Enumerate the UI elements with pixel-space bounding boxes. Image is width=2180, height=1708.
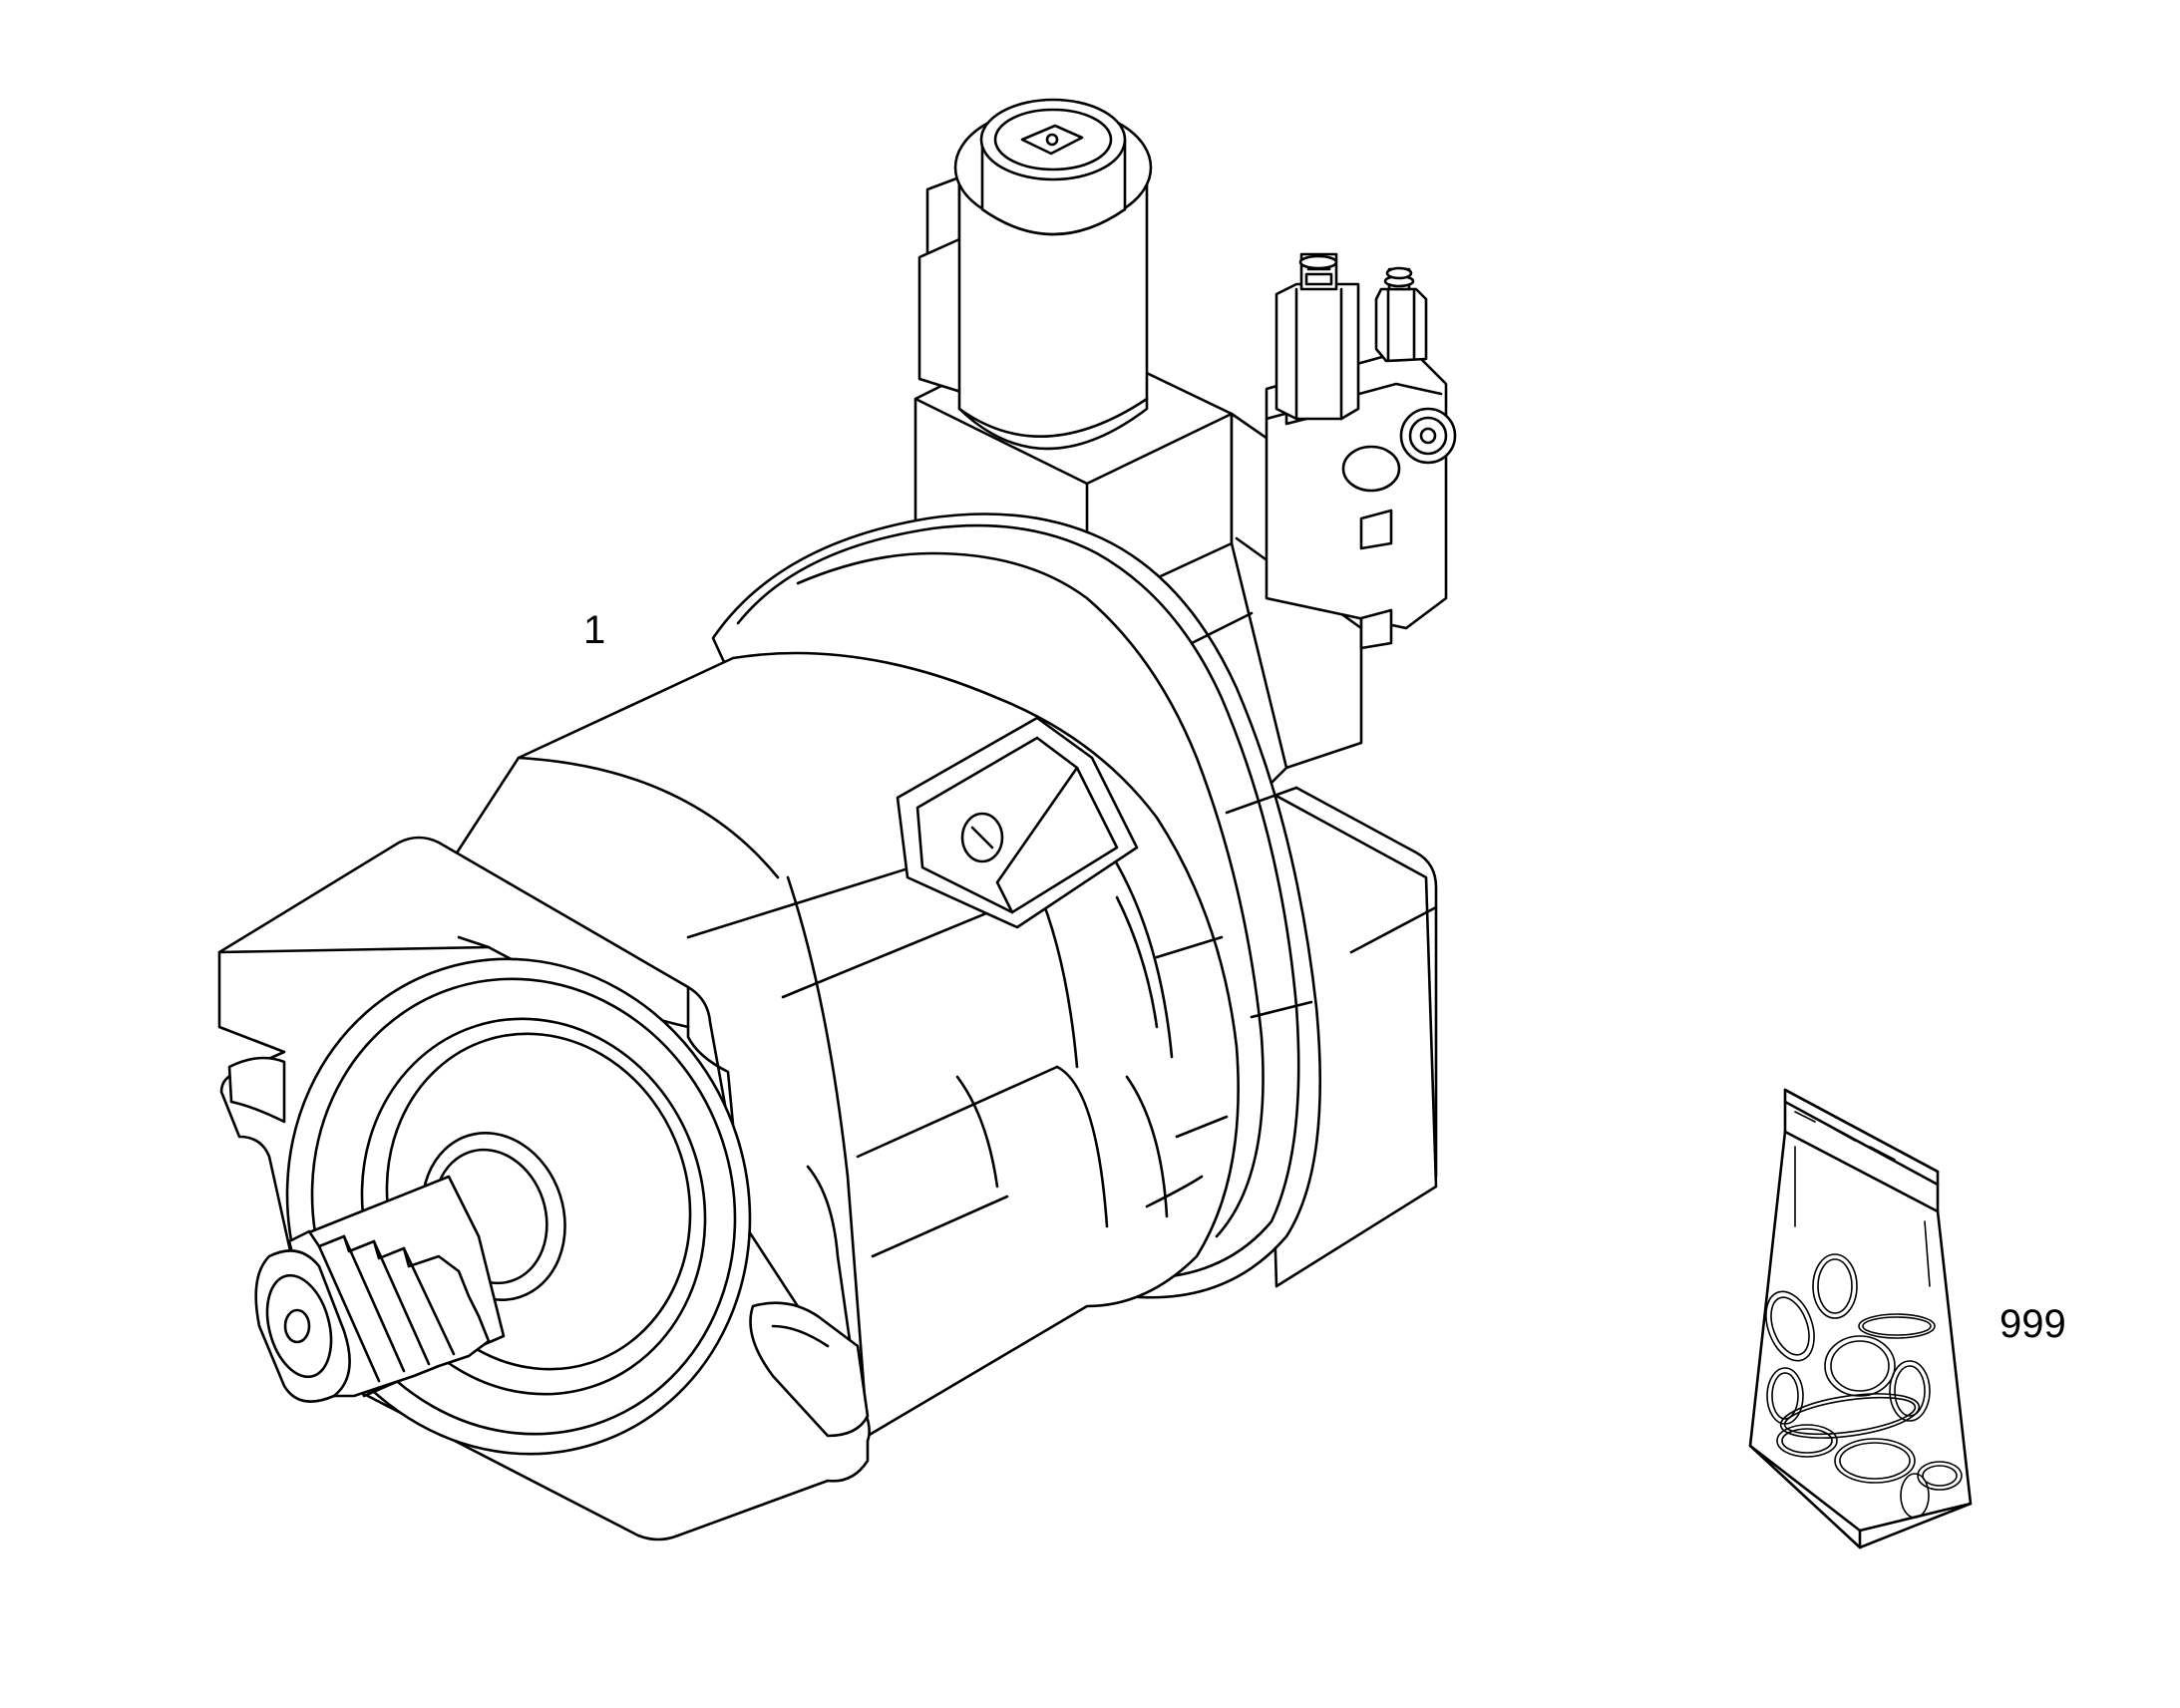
solenoid-cartridge [917, 98, 1153, 451]
callout-label-1: 1 [583, 608, 606, 652]
callout-label-999: 999 [1999, 1302, 2066, 1346]
hydraulic-motor-icon [217, 98, 1457, 1541]
splined-shaft [254, 1175, 506, 1403]
port-boss [896, 716, 1139, 929]
seal-kit-bag-icon [1748, 1088, 1973, 1549]
pressure-valves [1265, 252, 1457, 650]
